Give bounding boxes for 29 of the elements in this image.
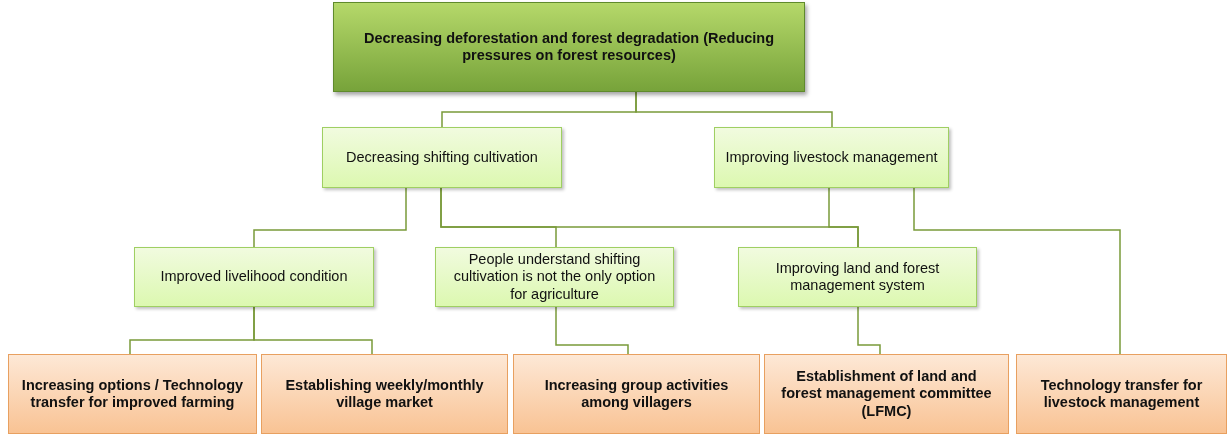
- box-label: Improving livestock management: [725, 148, 938, 167]
- box-label: Improved livelihood condition: [160, 268, 348, 286]
- box-label: Decreasing shifting cultivation: [346, 148, 538, 167]
- box-label: Increasing options / Technology transfer for improved farming: [20, 376, 245, 412]
- connector-line: [555, 306, 629, 355]
- connector-line: [253, 187, 407, 248]
- tree-box: [435, 247, 674, 307]
- tree-box: [513, 354, 760, 434]
- tree-box: [261, 354, 508, 434]
- connector-line: [828, 187, 859, 248]
- box-label: Increasing group activities among villagers: [543, 376, 730, 412]
- connector-line: [253, 306, 373, 355]
- box-label: Decreasing deforestation and forest degradation (Reducing pressures on forest resources): [362, 29, 776, 65]
- box-label: Technology transfer for livestock management: [1039, 376, 1204, 412]
- tree-box: [333, 2, 805, 92]
- tree-box: [1016, 354, 1227, 434]
- tree-box: [322, 127, 562, 188]
- box-label: Improving land and forest management system: [774, 259, 941, 295]
- tree-box: [8, 354, 257, 434]
- tree-box: [714, 127, 949, 188]
- tree-box: [764, 354, 1009, 434]
- tree-box: [738, 247, 977, 307]
- box-label: People understand shifting cultivation is not the only option for agriculture: [452, 250, 657, 304]
- connector-line: [913, 187, 1121, 355]
- connector-line: [857, 306, 881, 355]
- box-label: Establishment of land and forest management committee (LFMC): [780, 367, 993, 421]
- tree-box: [134, 247, 374, 307]
- box-label: Establishing weekly/monthly village market: [284, 376, 485, 412]
- connector-line: [635, 91, 833, 128]
